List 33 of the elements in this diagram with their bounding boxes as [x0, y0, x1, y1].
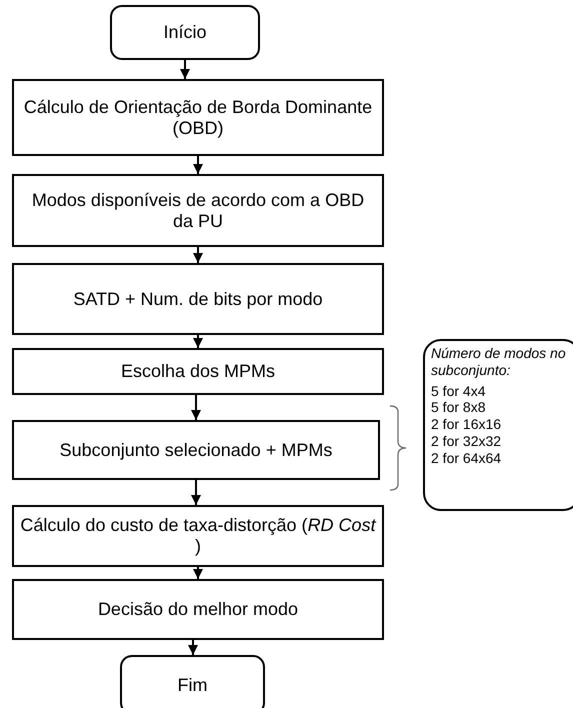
note-box: [423, 339, 573, 511]
process-box: [12, 348, 384, 395]
arrow: [193, 156, 203, 174]
node-label: Modos disponíveis de acordo com a OBD da PU: [30, 190, 366, 232]
arrow: [193, 247, 203, 263]
process-box: [12, 263, 384, 335]
end-terminal: [120, 655, 265, 708]
arrow: [193, 335, 203, 348]
start-terminal: [110, 5, 260, 60]
node-label: Escolha dos MPMs: [120, 361, 276, 382]
note-line: 5 for 8x8: [431, 399, 486, 416]
arrow: [191, 480, 201, 505]
process-box: [12, 79, 384, 156]
process-box: [12, 420, 380, 480]
note-line: 2 for 64x64: [431, 450, 502, 467]
arrow: [188, 640, 198, 655]
note-line: 2 for 32x32: [431, 432, 502, 450]
arrow: [193, 567, 203, 579]
node-label: Início: [163, 22, 207, 43]
note-line: 2 for 16x16: [431, 416, 502, 433]
note-line: 5 for 4x4: [431, 382, 486, 400]
node-label: SATD + Num. de bits por modo: [73, 288, 323, 310]
process-box: [12, 174, 384, 247]
node-label: Cálculo do custo de taxa-distorção (RD Cost ): [20, 515, 376, 557]
arrow: [180, 60, 190, 79]
node-label: Cálculo de Orientação de Borda Dominante (OBD): [22, 96, 374, 138]
node-label: Subconjunto selecionado + MPMs: [60, 440, 332, 460]
node-label: Fim: [178, 674, 208, 696]
note-heading: Número de modos no subconjunto:: [431, 345, 567, 379]
process-box: [12, 505, 384, 567]
arrow: [191, 395, 201, 420]
node-label: Decisão do melhor modo: [98, 599, 298, 620]
process-box: [12, 579, 384, 640]
